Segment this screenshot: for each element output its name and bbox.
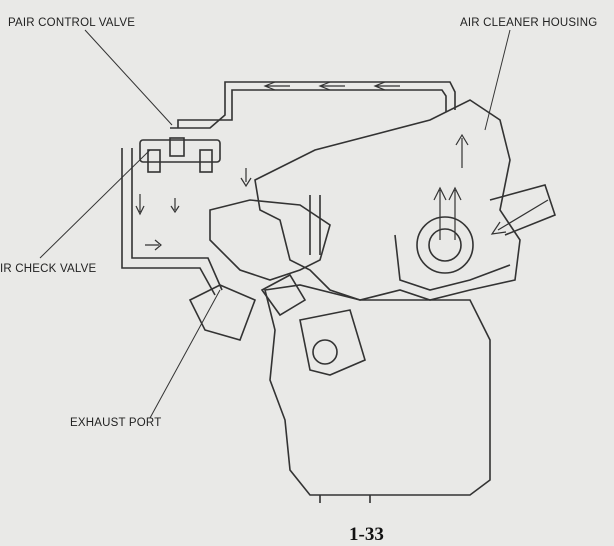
pair-control-valve-label: PAIR CONTROL VALVE [8,17,136,29]
leader-lines [39,29,511,419]
air-cleaner-housing-label: AIR CLEANER HOUSING [460,17,598,29]
engine-outline [188,99,556,503]
air-check-valve-label: IR CHECK VALVE [0,263,97,275]
valve-body [139,137,221,173]
air-pipe [121,81,456,296]
flow-arrows [135,81,549,251]
page-number: 1-33 [349,524,384,545]
exhaust-port-label: EXHAUST PORT [70,417,162,429]
